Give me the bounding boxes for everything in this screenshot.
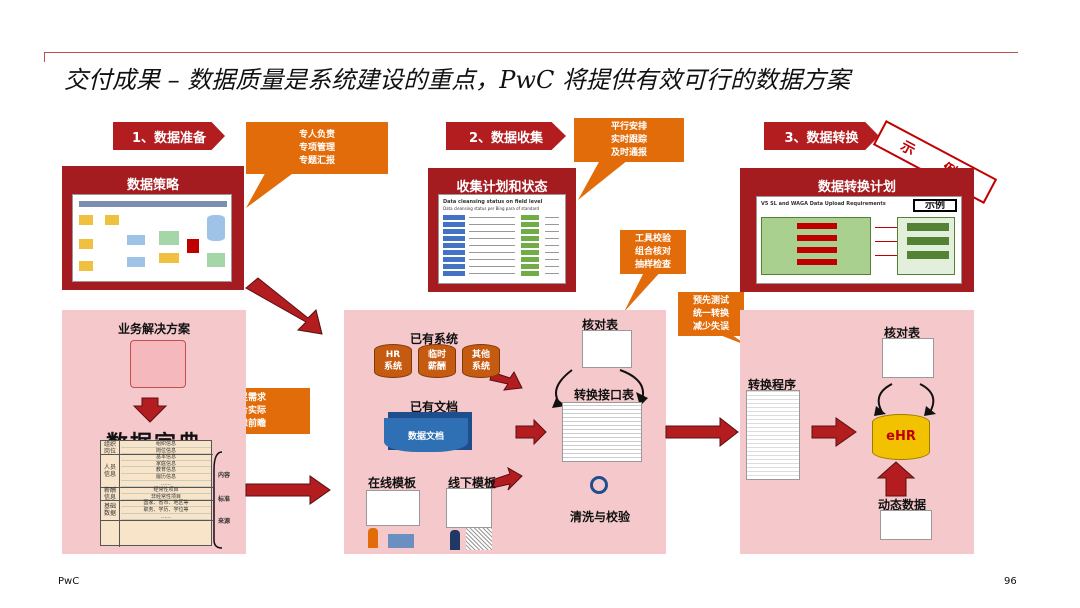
dict-item: 基本信息 — [121, 454, 211, 461]
status-row — [443, 229, 563, 234]
conversion-panel-title: 数据转换计划 — [817, 180, 896, 195]
other-system-cylinder: 其他 系统 — [462, 344, 500, 378]
dict-item: …… — [121, 481, 211, 488]
dict-item: 家庭信息 — [121, 461, 211, 468]
hr-system-cylinder: HR 系统 — [374, 344, 412, 378]
dict-group-name: 薪酬 信息 — [103, 486, 116, 501]
offline-template-label: 线下模板 — [448, 476, 497, 490]
existing-docs-label: 已有文档 — [410, 400, 459, 414]
dict-group-separator — [101, 500, 213, 502]
collection-status-thumbnail: Data cleansing status on field level Dat… — [438, 194, 566, 284]
dictionary-table: 组织 岗位组织信息岗位信息人员 信息基本信息家庭信息教育信息履历信息……薪酬 信… — [100, 440, 213, 547]
dict-item: 国家、省市、地区等 — [121, 500, 211, 507]
conversion-program-thumbnail — [746, 390, 800, 480]
callout-test: 预先测试 统一转换 减少失误 — [678, 292, 744, 336]
status-row — [443, 257, 563, 262]
refresh-icon — [590, 476, 608, 494]
paper-stack-icon — [466, 528, 492, 550]
cleanse-label: 清洗与校验 — [570, 510, 631, 524]
dict-item: 组织信息 — [121, 441, 211, 448]
temp-payroll-cylinder: 临时 薪酬 — [418, 344, 456, 378]
dict-item: 教育信息 — [121, 467, 211, 474]
page-number: 96 — [1004, 576, 1017, 587]
status-row — [443, 243, 563, 248]
conversion-panel: 数据转换计划 V5 SL and WAGA Data Upload Requir… — [740, 168, 974, 292]
strategy-panel: 数据策略 — [62, 166, 244, 290]
collection-panel-title: 收集计划和状态 — [456, 180, 548, 195]
online-template-label: 在线模板 — [368, 476, 417, 490]
dict-item: 岗位信息 — [121, 448, 211, 455]
dict-side-label-standard: 标准 — [218, 496, 231, 503]
business-solution-label: 业务解决方案 — [118, 322, 191, 336]
sample-mini-stamp: 示例 — [913, 199, 957, 212]
dynamic-data-thumbnail — [880, 510, 932, 540]
online-template-thumbnail — [366, 490, 420, 526]
callout-check: 工具校验 组合核对 抽样检查 — [620, 230, 686, 274]
right-check-table-thumbnail — [882, 338, 934, 378]
collection-heading-1: Data cleansing status on field level — [443, 199, 543, 205]
computer-icon — [388, 534, 414, 548]
step-3-box: 3、数据转换 — [764, 122, 879, 150]
dict-item: …… — [121, 514, 211, 521]
dict-side-label-source: 来源 — [218, 518, 231, 525]
callout-collection: 平行安排 实时跟踪 及时通报 — [574, 118, 684, 162]
dict-item: 经常性项目 — [121, 487, 211, 494]
dict-group-name: 组织 岗位 — [103, 440, 116, 455]
dict-group-separator — [101, 454, 213, 456]
dict-item: 职务、学历、学位等 — [121, 507, 211, 514]
header-rule — [44, 52, 1018, 53]
slide-title: 交付成果 – 数据质量是系统建设的重点，PwC 将提供有效可行的数据方案 — [64, 66, 850, 94]
conversion-program-label: 转换程序 — [748, 378, 797, 392]
dict-column-divider — [119, 441, 120, 547]
dict-side-label-content: 内容 — [218, 472, 231, 479]
check-table-label: 核对表 — [582, 318, 619, 332]
dict-group-name: 人员 信息 — [103, 463, 116, 478]
status-row — [443, 236, 563, 241]
collection-panel: 收集计划和状态 Data cleansing status on field l… — [428, 168, 576, 292]
step-2-box: 2、数据收集 — [446, 122, 566, 150]
check-table-thumbnail — [582, 330, 632, 368]
strategy-flowchart-thumbnail — [72, 194, 232, 282]
callout-preparation: 专人负责 专项管理 专题汇报 — [246, 122, 388, 174]
right-check-table-label: 核对表 — [884, 326, 921, 340]
status-row — [443, 271, 563, 276]
dict-group-name: 基础 数据 — [103, 503, 116, 518]
existing-systems-label: 已有系统 — [410, 332, 459, 346]
conversion-heading: V5 SL and WAGA Data Upload Requirements — [761, 201, 886, 207]
dict-group-separator — [101, 487, 213, 489]
dynamic-data-label: 动态数据 — [878, 498, 927, 512]
data-document: 数据文档 — [384, 418, 468, 452]
footer-company: PwC — [58, 576, 80, 587]
offline-template-thumbnail — [446, 488, 492, 528]
person-icon-2 — [450, 530, 460, 550]
dict-item: 非经常性项目 — [121, 494, 211, 501]
interface-table-label: 转换接口表 — [574, 388, 635, 402]
scroll-icon — [130, 340, 186, 388]
dict-group-separator — [101, 520, 213, 522]
step-1-box: 1、数据准备 — [113, 122, 225, 150]
ehr-database-cylinder: eHR — [872, 414, 930, 460]
collection-heading-2: Data cleansing status per Bing para of s… — [443, 206, 540, 211]
header-rule-tick — [44, 52, 45, 62]
status-row — [443, 264, 563, 269]
collection-status-rows — [443, 215, 563, 281]
person-icon-1 — [368, 528, 378, 548]
status-row — [443, 250, 563, 255]
dict-item: 履历信息 — [121, 474, 211, 481]
status-row — [443, 215, 563, 220]
status-row — [443, 222, 563, 227]
interface-table-thumbnail — [562, 402, 642, 462]
strategy-panel-title: 数据策略 — [126, 178, 179, 193]
conversion-diagram-thumbnail: V5 SL and WAGA Data Upload Requirements … — [756, 196, 962, 284]
